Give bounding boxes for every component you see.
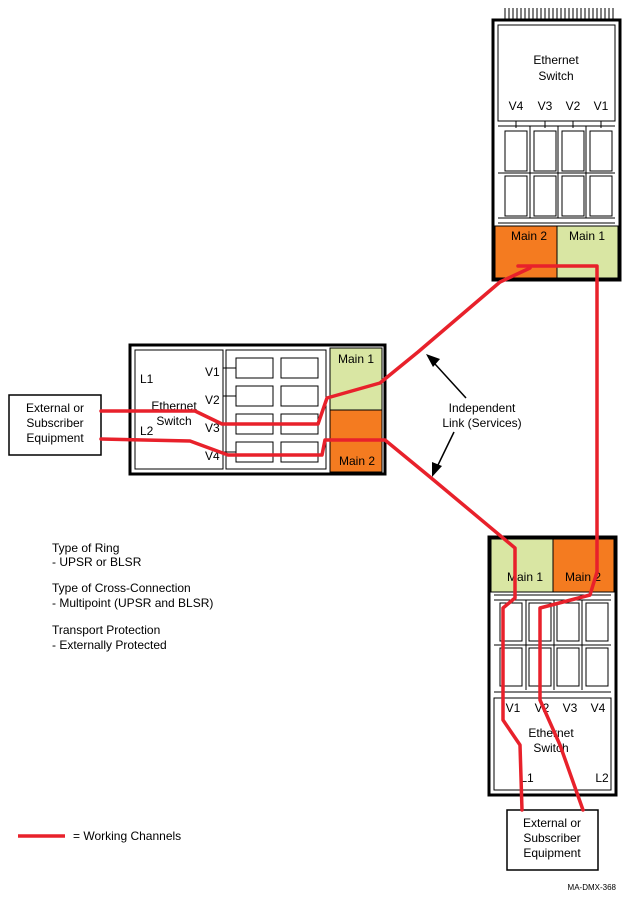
legend-label: = Working Channels (73, 829, 181, 843)
bottom-port-label: V4 (591, 701, 606, 715)
bottom-equipment-label: Subscriber (523, 831, 580, 845)
left-port-label: V2 (205, 393, 220, 407)
ring-type-title: Type of Ring (52, 541, 119, 555)
left-line-label: L1 (140, 372, 154, 386)
configuration-notes: Type of Ring - UPSR or BLSR Type of Cros… (52, 541, 213, 652)
left-equipment-label: Equipment (26, 431, 84, 445)
top-main2-label: Main 2 (511, 229, 547, 243)
bottom-port-label: V1 (506, 701, 521, 715)
top-port-label: V4 (509, 99, 524, 113)
left-equipment-box (8, 394, 102, 456)
left-main1-label: Main 1 (338, 352, 374, 366)
top-port-label: V2 (566, 99, 581, 113)
bottom-equipment-box (506, 809, 599, 871)
channel-left-bottom (99, 437, 524, 812)
left-external-equipment: External or Subscriber Equipment (8, 394, 102, 456)
working-channels (99, 264, 599, 812)
top-switch-box (497, 24, 616, 122)
top-switch-label: Ethernet (533, 53, 579, 67)
bottom-main2-label: Main 2 (565, 570, 601, 584)
bottom-main2-card (552, 538, 615, 593)
bottom-port-label: V3 (563, 701, 578, 715)
independent-link-label: Link (Services) (442, 416, 521, 430)
top-port-slots (498, 121, 615, 224)
top-main1-label: Main 1 (569, 229, 605, 243)
bottom-switch-box (493, 697, 612, 791)
top-port-label: V3 (538, 99, 553, 113)
arrow-up-head (426, 354, 440, 367)
left-equipment-label: External or (26, 401, 84, 415)
protection-title: Transport Protection (52, 623, 160, 637)
bottom-switch-label: Ethernet (528, 726, 574, 740)
bottom-equipment-label: External or (523, 816, 581, 830)
protection-value: - Externally Protected (52, 638, 167, 652)
top-node-connector-pins (504, 8, 614, 20)
independent-link-callout: Independent Link (Services) (426, 354, 522, 477)
arrow-down-line (437, 431, 455, 466)
figure-id: MA-DMX-368 (568, 883, 617, 892)
left-line-label: L2 (140, 424, 154, 438)
left-port-label: V1 (205, 365, 220, 379)
bottom-line-label: L1 (520, 771, 534, 785)
bottom-line-label: L2 (595, 771, 609, 785)
bottom-main1-card (490, 538, 554, 593)
bottom-equipment-label: Equipment (523, 846, 581, 860)
cross-connection-title: Type of Cross-Connection (52, 581, 191, 595)
bottom-main1-label: Main 1 (507, 570, 543, 584)
top-port-label: V1 (594, 99, 609, 113)
left-equipment-label: Subscriber (26, 416, 83, 430)
arrow-down-head (432, 462, 442, 477)
arrow-up-line (434, 363, 467, 399)
left-main1-card (329, 347, 383, 411)
left-main2-label: Main 2 (339, 454, 375, 468)
bottom-external-equipment: External or Subscriber Equipment (506, 809, 599, 871)
ring-type-value: - UPSR or BLSR (52, 555, 142, 569)
left-port-slots (223, 357, 319, 463)
bottom-port-slots (494, 594, 611, 693)
top-node: Ethernet Switch V4 V3 V2 V1 Main 2 Main … (491, 8, 622, 282)
top-main1-card (556, 225, 619, 279)
independent-link-label: Independent (449, 401, 516, 415)
top-switch-label: Switch (538, 69, 573, 83)
legend: = Working Channels (18, 829, 181, 843)
left-switch-label: Switch (156, 414, 191, 428)
left-port-label: V3 (205, 421, 220, 435)
cross-connection-value: - Multipoint (UPSR and BLSR) (52, 596, 213, 610)
channel-top-bottom (516, 264, 599, 812)
channel-left-top (99, 266, 532, 426)
